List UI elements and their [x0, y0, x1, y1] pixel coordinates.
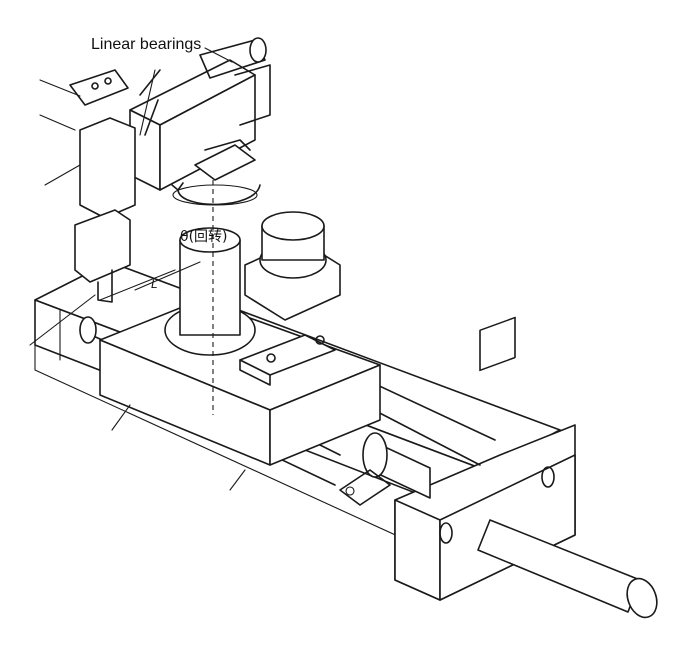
air-cylinder: [339, 432, 431, 506]
gripper-assembly: [69, 37, 271, 303]
length-dimension-label: L: [151, 277, 158, 291]
rotating-column: [164, 180, 256, 415]
motor-boss: [244, 211, 341, 321]
linear-bearings-callout: Linear bearings: [91, 36, 202, 53]
leader-lines: [29, 47, 246, 491]
handle-rod: [477, 519, 658, 619]
rotation-arrow: [171, 182, 261, 206]
rotation-label: θ(回转): [180, 229, 228, 245]
